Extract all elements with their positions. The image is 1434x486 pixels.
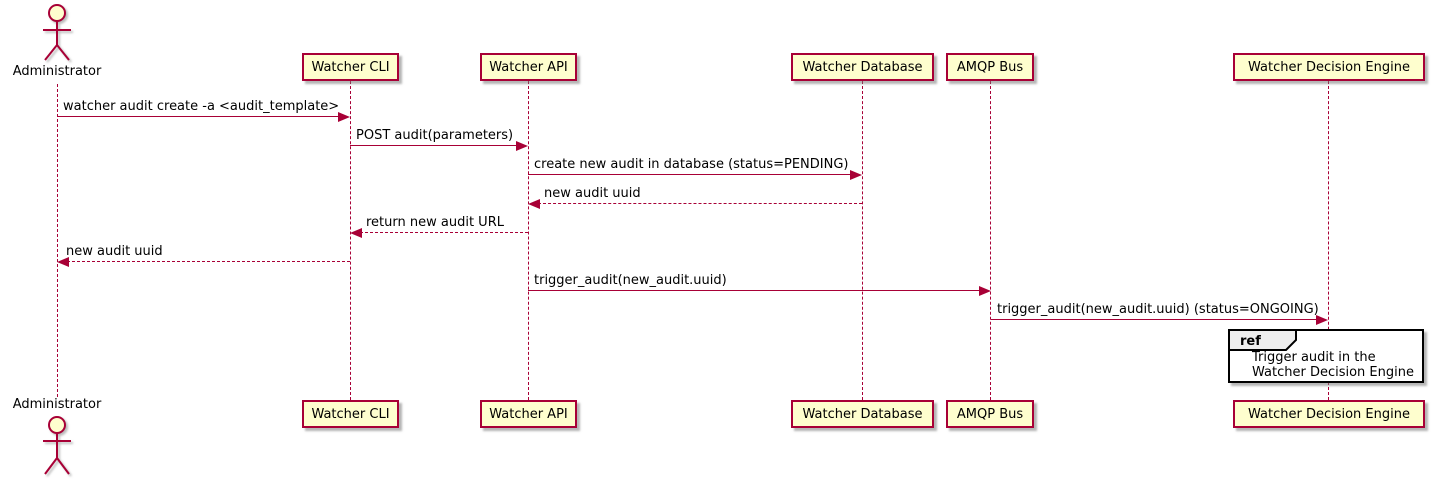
- message-8-line: [991, 319, 1316, 320]
- ref-text-line-1: Trigger audit in the: [1252, 350, 1376, 365]
- message-3-line: [528, 174, 850, 175]
- message-6-line: [67, 261, 350, 262]
- message-6-label: new audit uuid: [66, 244, 163, 259]
- message-2-arrowhead-icon: [516, 141, 528, 151]
- message-7-label: trigger_audit(new_audit.uuid): [534, 273, 727, 288]
- message-7-arrowhead-icon: [979, 286, 991, 296]
- message-6-arrowhead-icon: [57, 257, 69, 267]
- actor-label-top: Administrator: [12, 64, 102, 79]
- message-1-label: watcher audit create -a <audit_template>: [63, 99, 340, 114]
- participant-top-watcher-database: Watcher Database: [791, 53, 934, 81]
- message-2-line: [350, 145, 516, 146]
- message-4-line: [538, 203, 862, 204]
- lifeline-watcher-cli: [350, 81, 351, 400]
- participant-bottom-watcher-database: Watcher Database: [791, 400, 934, 428]
- ref-keyword: ref: [1240, 334, 1261, 349]
- message-5-label: return new audit URL: [366, 215, 504, 230]
- message-5-arrowhead-icon: [350, 228, 362, 238]
- message-2-label: POST audit(parameters): [356, 128, 514, 143]
- participant-bottom-watcher-decision-engine: Watcher Decision Engine: [1233, 400, 1425, 428]
- participant-top-watcher-decision-engine: Watcher Decision Engine: [1233, 53, 1425, 81]
- participant-bottom-watcher-cli: Watcher CLI: [302, 400, 399, 428]
- participant-bottom-watcher-api: Watcher API: [480, 400, 577, 428]
- message-1-line: [57, 116, 338, 117]
- message-4-label: new audit uuid: [544, 186, 641, 201]
- lifeline-administrator: [57, 84, 58, 397]
- ref-text-line-2: Watcher Decision Engine: [1252, 365, 1414, 380]
- participant-top-watcher-cli: Watcher CLI: [302, 53, 399, 81]
- message-5-line: [360, 232, 528, 233]
- actor-icon-bottom: [43, 416, 71, 475]
- participant-bottom-amqp-bus: AMQP Bus: [946, 400, 1034, 428]
- message-1-arrowhead-icon: [338, 112, 350, 122]
- lifeline-watcher-api: [528, 81, 529, 400]
- message-3-label: create new audit in database (status=PEN…: [534, 157, 849, 172]
- ref-fragment: ref Trigger audit in the Watcher Decisio…: [1228, 329, 1424, 383]
- lifeline-watcher-database: [862, 81, 863, 400]
- actor-icon: [43, 4, 71, 61]
- actor-label-bottom: Administrator: [12, 397, 102, 412]
- message-8-arrowhead-icon: [1316, 315, 1328, 325]
- ref-tab: ref: [1228, 329, 1297, 351]
- participant-top-amqp-bus: AMQP Bus: [946, 53, 1034, 81]
- message-4-arrowhead-icon: [528, 199, 540, 209]
- lifeline-watcher-decision-engine: [1328, 81, 1329, 400]
- message-3-arrowhead-icon: [850, 170, 862, 180]
- message-8-label: trigger_audit(new_audit.uuid) (status=ON…: [997, 302, 1319, 317]
- participant-top-watcher-api: Watcher API: [480, 53, 577, 81]
- lifeline-amqp-bus: [990, 81, 991, 400]
- message-7-line: [528, 290, 979, 291]
